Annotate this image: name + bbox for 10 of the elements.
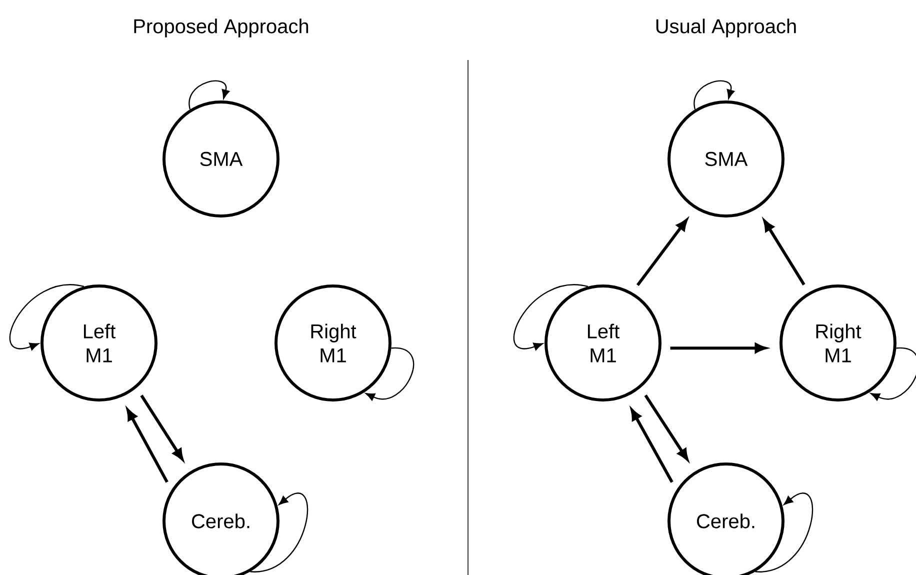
loop-arrow [188,80,230,110]
panel-title: Proposed Approach [134,18,308,38]
loop-arrow [755,492,813,572]
loop-arrow [9,284,84,350]
loop-arrow [513,284,588,350]
loop-arrow [250,492,308,572]
loop-arrow [870,348,916,401]
loop-arrow [694,80,735,110]
loop-arrow [365,348,414,401]
panel-title: Usual Approach [656,18,796,38]
